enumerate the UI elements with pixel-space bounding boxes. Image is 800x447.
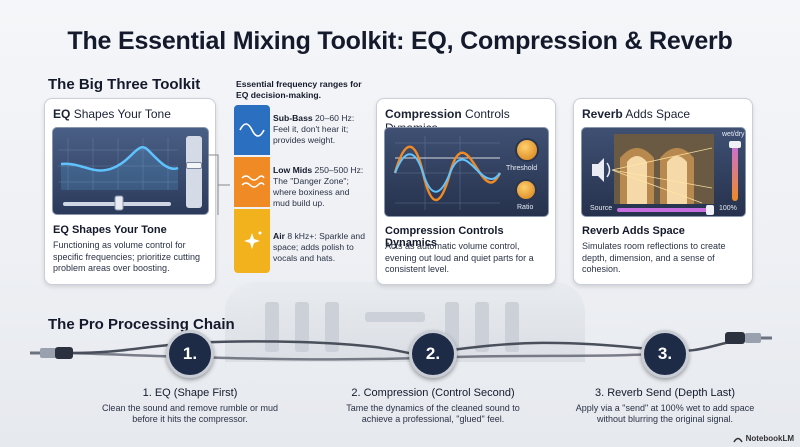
eq-bracket-connector (208, 154, 230, 215)
compressor-waveform-graph (393, 136, 502, 210)
reverb-card-title: Reverb Adds Space (582, 107, 691, 121)
eq-vertical-fader[interactable] (186, 136, 202, 208)
mixer-console-background (225, 282, 585, 362)
step-2-title: 2. Compression (Control Second) (351, 387, 515, 399)
chain-heading: The Pro Processing Chain (48, 316, 235, 333)
wet-dry-slider[interactable] (729, 141, 741, 201)
threshold-knob[interactable] (515, 138, 539, 162)
step-3-badge: 3. (641, 330, 689, 378)
page-title: The Essential Mixing Toolkit: EQ, Compre… (67, 27, 733, 55)
reverb-card: Reverb Adds Space wet/dry Source 100% Re… (573, 98, 753, 285)
compression-card: Compression Controls Dynamics Threshold … (376, 98, 556, 285)
toolkit-heading: The Big Three Toolkit (48, 76, 201, 93)
eq-plugin-panel (52, 127, 209, 215)
eq-card: EQ Shapes Your Tone EQ Shapes Your Tone … (44, 98, 216, 285)
reverb-description: Simulates room reflections to create dep… (582, 241, 726, 274)
eq-card-title: EQ Shapes Your Tone (53, 107, 171, 121)
sparkle-icon (234, 209, 270, 273)
wet-percent-label: 100% (719, 205, 737, 212)
ratio-knob[interactable] (515, 179, 537, 201)
eq-curve-graph (58, 138, 179, 211)
freq-item-air: Air 8 kHz+: Sparkle and space; adds poli… (273, 231, 365, 263)
step-2-badge: 2. (409, 330, 457, 378)
source-label: Source (590, 205, 613, 212)
threshold-label: Threshold (506, 165, 538, 172)
ratio-label: Ratio (517, 204, 534, 211)
notebooklm-logo-icon (732, 437, 743, 442)
freq-heading: Essential frequency ranges for EQ decisi… (236, 79, 362, 100)
step-1-desc: Clean the sound and remove rumble or mud… (101, 403, 279, 424)
reverb-subtitle: Reverb Adds Space (582, 225, 685, 237)
step-3-title: 3. Reverb Send (Depth Last) (594, 387, 736, 399)
output-jack-icon (725, 332, 772, 344)
step-2-desc: Tame the dynamics of the cleaned sound t… (346, 403, 520, 424)
reverb-plugin-panel: wet/dry Source 100% (581, 127, 746, 217)
eq-subtitle: EQ Shapes Your Tone (53, 224, 167, 236)
freq-item-sub-bass: Sub-Bass 20–60 Hz: Feel it, don't hear i… (273, 113, 355, 145)
compressor-plugin-panel: Threshold Ratio (384, 127, 549, 217)
compression-subtitle: Compression Controls Dynamics (385, 225, 504, 249)
step-3-desc: Apply via a "send" at 100% wet to add sp… (575, 403, 755, 424)
squiggle-wave-icon (234, 157, 270, 207)
input-jack-icon (30, 347, 73, 359)
reverb-room-icon (592, 134, 714, 215)
notebooklm-logo: NotebookLM (732, 434, 794, 443)
eq-description: Functioning as volume control for specif… (53, 240, 201, 273)
mixer-faders-icon (265, 302, 519, 352)
compression-description: Acts as automatic volume control, evenin… (385, 241, 534, 274)
wet-dry-label: wet/dry (722, 131, 745, 138)
step-1-badge: 1. (166, 330, 214, 378)
freq-item-low-mids: Low Mids 250–500 Hz: The "Danger Zone"; … (273, 165, 364, 208)
step-1-title: 1. EQ (Shape First) (142, 387, 238, 399)
sine-wave-icon (234, 105, 270, 155)
